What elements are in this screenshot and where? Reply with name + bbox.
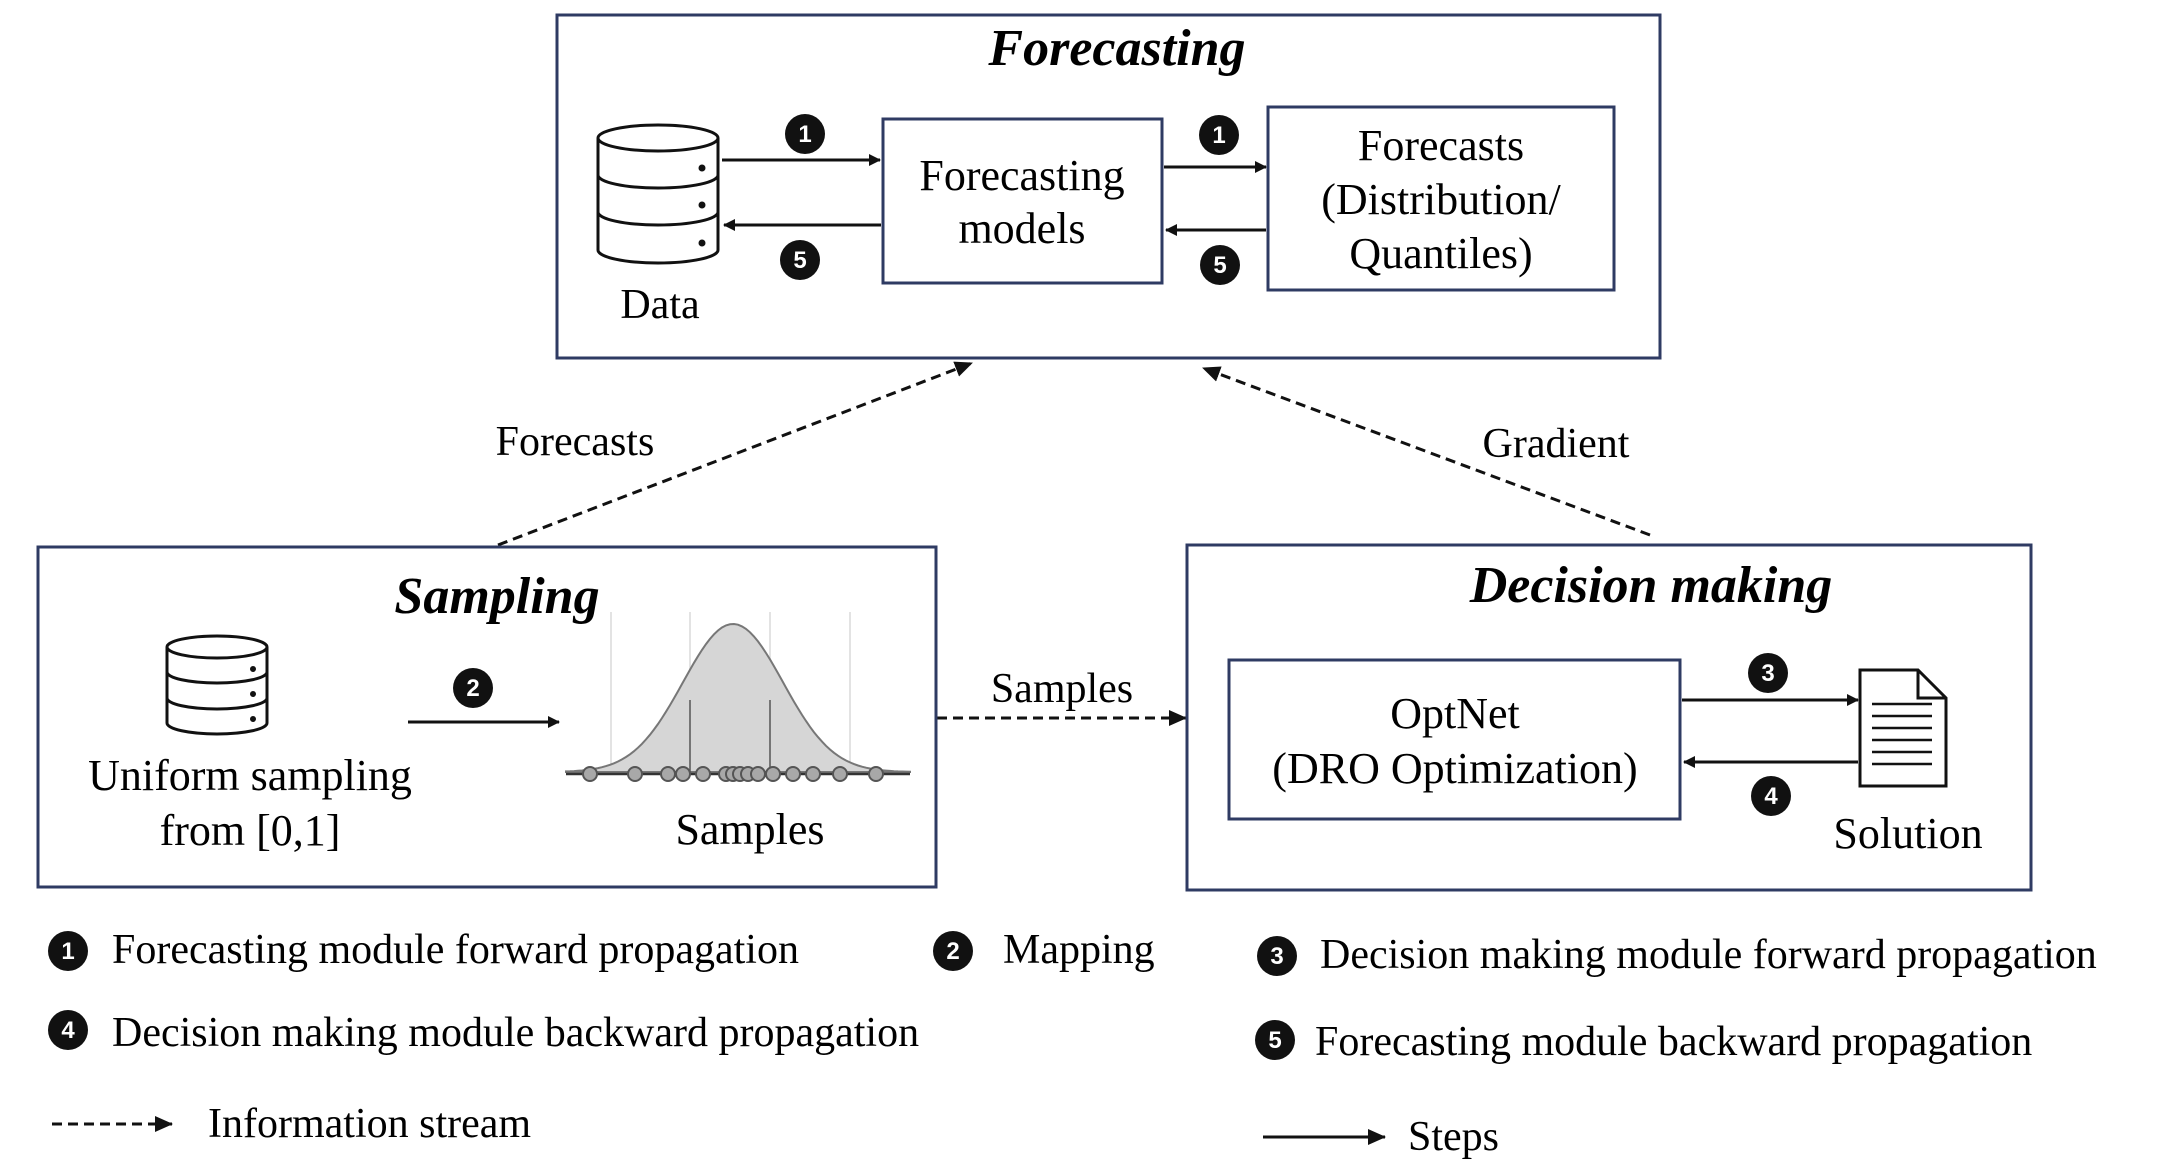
svg-text:5: 5 [1213,252,1226,279]
legend-steps: Steps [1263,1114,1499,1160]
uniform-sampling-line1: Uniform sampling [88,751,412,800]
sample-points [582,766,884,782]
step-badge-1: 1 [1199,115,1239,155]
optnet-box [1227,658,1682,821]
sample-point [765,766,781,782]
svg-text:4: 4 [61,1017,75,1044]
step-badge-1: 1 [785,114,825,154]
sample-point [832,766,848,782]
sample-point [582,766,598,782]
forecasts-line2: (Distribution/ [1321,175,1561,224]
decision-module-title: Decision making [1469,557,1833,614]
sampling-module-title: Sampling [394,568,599,625]
forecasting-models-box [881,117,1164,285]
svg-text:5: 5 [793,247,806,274]
step-badge-3: 3 [1748,653,1788,693]
legend-step4: 4 Decision making module backward propag… [48,1010,919,1056]
decision-module: Decision making OptNet (DRO Optimization… [1185,543,2033,892]
legend-step2-text: Mapping [1003,927,1155,973]
forecasting-models-line1: Forecasting [919,151,1124,200]
svg-text:2: 2 [466,675,479,702]
legend-info-stream: Information stream [52,1101,531,1147]
sample-point [750,766,766,782]
sampling-module: Sampling Uniform sampling from [0,1] 2 [36,545,938,889]
svg-text:3: 3 [1270,943,1283,970]
sampling-module-box [36,545,938,889]
legend-step5: 5 Forecasting module backward propagatio… [1255,1019,2032,1065]
distribution-plot [565,612,911,782]
svg-text:5: 5 [1268,1027,1281,1054]
sample-point [805,766,821,782]
legend-step1-text: Forecasting module forward propagation [112,927,799,973]
legend-step4-text: Decision making module backward propagat… [112,1010,919,1056]
sample-point [660,766,676,782]
samples-label: Samples [675,805,824,854]
density-curve [565,622,911,773]
database-icon [596,123,720,265]
sample-point [675,766,691,782]
svg-text:2: 2 [946,938,959,965]
forecasts-flow-arrow [497,361,973,547]
legend-step3: 3 Decision making module forward propaga… [1257,932,2097,978]
optnet-line2: (DRO Optimization) [1272,744,1637,793]
legend-step1: 1 Forecasting module forward propagation [48,927,799,973]
data-label: Data [620,282,700,328]
sample-point [627,766,643,782]
step-badge-5: 5 [1200,245,1240,285]
forecasts-line1: Forecasts [1358,121,1524,170]
samples-flow-label: Samples [991,666,1133,712]
decision-module-box [1185,543,2033,892]
svg-text:4: 4 [1764,783,1778,810]
forecasts-flow-label: Forecasts [496,419,655,465]
gradient-flow-label: Gradient [1483,421,1630,467]
database-icon [165,634,269,736]
svg-text:1: 1 [61,938,74,965]
forecasting-models-line2: models [958,204,1085,253]
quantile-lines [689,700,771,772]
step-badge-4: 4 [1751,776,1791,816]
forecasting-module-title: Forecasting [987,20,1245,77]
svg-text:1: 1 [1212,122,1225,149]
forecasting-module-box [555,13,1662,360]
sample-point [785,766,801,782]
sample-point [695,766,711,782]
solution-label: Solution [1833,809,1982,858]
legend-steps-text: Steps [1408,1114,1499,1160]
sample-point [868,766,884,782]
legend: 1 Forecasting module forward propagation… [48,927,2097,1160]
uniform-sampling-line2: from [0,1] [160,806,341,855]
forecasts-box [1266,105,1616,292]
legend-info-stream-text: Information stream [208,1101,531,1147]
legend-step2: 2 Mapping [933,927,1155,973]
forecasting-module: Forecasting Data Forecasting models Fore… [555,13,1662,360]
legend-step5-text: Forecasting module backward propagation [1315,1019,2032,1065]
optnet-line1: OptNet [1390,689,1520,738]
legend-step3-text: Decision making module forward propagati… [1320,932,2097,978]
forecasts-line3: Quantiles) [1349,229,1532,278]
step-badge-2: 2 [453,668,493,708]
document-icon [1858,668,1948,788]
svg-text:1: 1 [798,121,811,148]
svg-text:3: 3 [1761,660,1774,687]
step-badge-5: 5 [780,240,820,280]
